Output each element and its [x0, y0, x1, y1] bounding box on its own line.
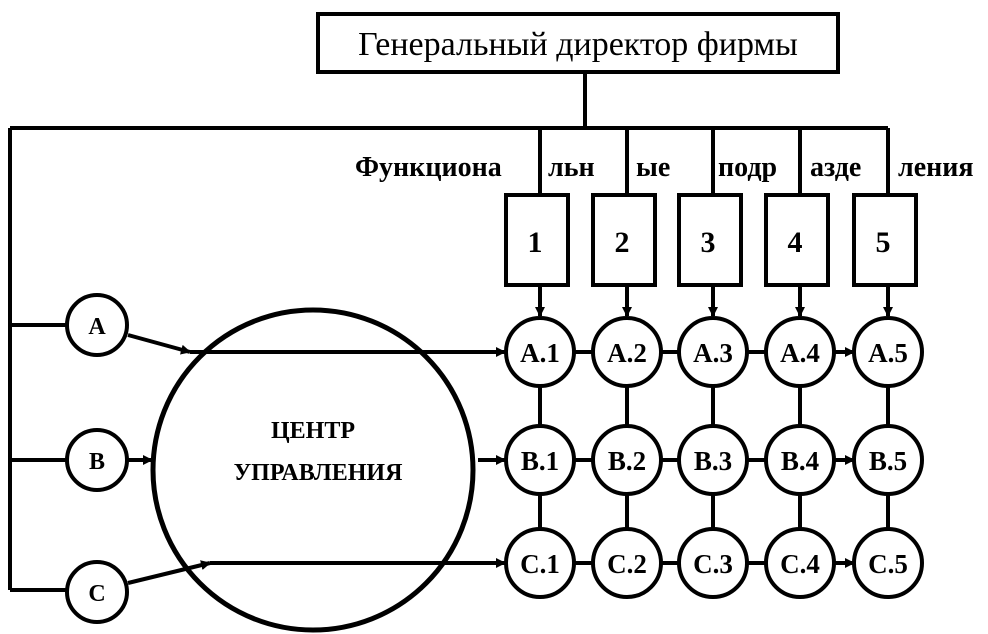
matrix-node-label: C.1 [520, 549, 560, 579]
matrix-node-label: A.4 [780, 338, 820, 368]
division-box-1: 1 [504, 128, 570, 317]
matrix-node-label: B.1 [521, 446, 559, 476]
center-label-line2: УПРАВЛЕНИЯ [234, 460, 403, 486]
project-arrows [125, 333, 506, 585]
project-node-c: C [65, 560, 129, 624]
control-center: ЦЕНТР УПРАВЛЕНИЯ [150, 307, 476, 633]
connector-lines [8, 72, 888, 592]
matrix-node-label: C.4 [780, 549, 820, 579]
matrix-node-a-1: A.1 [504, 316, 576, 388]
division-boxes: 1 2 3 4 5 [504, 128, 918, 317]
functional-divisions-label: Функциона льн ые подр азде ления [355, 152, 974, 183]
division-number: 4 [788, 226, 803, 259]
matrix-node-label: A.3 [693, 338, 733, 368]
matrix-node-c-5: C.5 [852, 527, 924, 599]
matrix-node-c-1: C.1 [504, 527, 576, 599]
matrix-node-label: B.4 [781, 446, 819, 476]
matrix-node-label: B.5 [869, 446, 907, 476]
matrix-node-b-5: B.5 [852, 424, 924, 496]
matrix-node-label: A.2 [607, 338, 647, 368]
project-label: A [88, 314, 106, 340]
matrix-node-label: C.3 [693, 549, 733, 579]
matrix-node-label: C.2 [607, 549, 647, 579]
functional-label-part: ые [636, 152, 670, 183]
matrix-node-label: B.3 [694, 446, 732, 476]
matrix-node-c-2: C.2 [591, 527, 663, 599]
project-node-a: A [65, 293, 129, 357]
matrix-node-b-2: B.2 [591, 424, 663, 496]
matrix-node-c-3: C.3 [677, 527, 749, 599]
division-number: 1 [528, 226, 543, 259]
matrix-node-b-4: B.4 [764, 424, 836, 496]
division-box-2: 2 [591, 128, 657, 317]
matrix-nodes: A.1 A.2 A.3 A.4 A.5B.1 B.2 B.3 B.4 B.5C.1 C.2 C.3 C… [504, 316, 924, 599]
matrix-node-a-5: A.5 [852, 316, 924, 388]
center-label-line1: ЦЕНТР [271, 418, 355, 444]
matrix-node-label: C.5 [868, 549, 908, 579]
functional-label-part: азде [810, 152, 861, 183]
project-label: B [89, 449, 105, 475]
matrix-node-a-4: A.4 [764, 316, 836, 388]
director-label: Генеральный директор фирмы [358, 26, 798, 63]
functional-label-part: Функциона [355, 152, 502, 183]
division-number: 2 [615, 226, 630, 259]
project-nodes: A B C [65, 293, 129, 624]
matrix-node-b-3: B.3 [677, 424, 749, 496]
matrix-node-b-1: B.1 [504, 424, 576, 496]
matrix-node-label: A.1 [520, 338, 560, 368]
project-node-b: B [65, 428, 129, 492]
matrix-node-a-2: A.2 [591, 316, 663, 388]
division-box-4: 4 [764, 128, 830, 317]
matrix-node-c-4: C.4 [764, 527, 836, 599]
division-box-5: 5 [852, 128, 918, 317]
division-number: 3 [701, 226, 716, 259]
matrix-node-label: B.2 [608, 446, 646, 476]
functional-label-part: ления [898, 152, 974, 183]
project-label: C [88, 581, 105, 607]
division-number: 5 [876, 226, 891, 259]
functional-label-part: подр [718, 152, 777, 183]
director-box: Генеральный директор фирмы [316, 12, 840, 74]
division-box-3: 3 [677, 128, 743, 317]
matrix-lines [538, 347, 890, 568]
functional-label-part: льн [548, 152, 595, 183]
matrix-node-label: A.5 [868, 338, 908, 368]
matrix-node-a-3: A.3 [677, 316, 749, 388]
